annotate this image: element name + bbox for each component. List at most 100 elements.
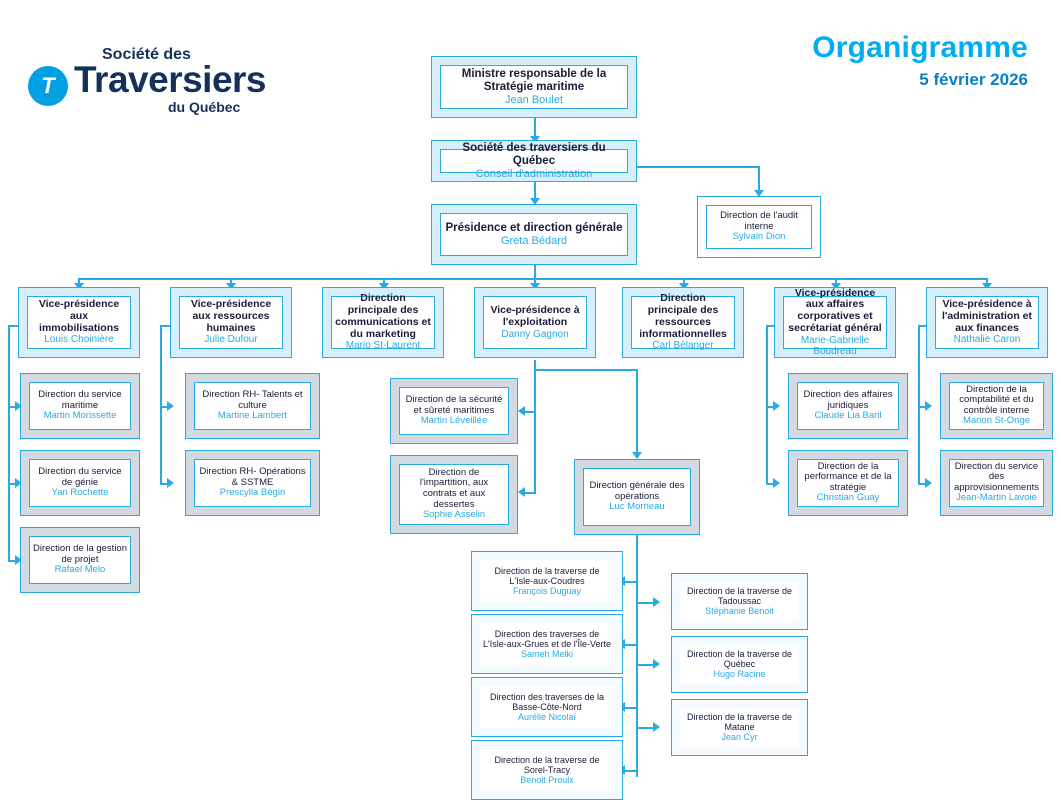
connector-minister-board bbox=[534, 118, 536, 140]
arrow-exploit-s1 bbox=[518, 406, 525, 416]
node-direction-approvisionnements[interactable]: Direction du service des approvisionneme… bbox=[940, 450, 1053, 516]
arrow-admin-b1 bbox=[925, 401, 932, 411]
node-audit[interactable]: Direction de l'audit interne Sylvain Dio… bbox=[697, 196, 821, 258]
node-dp-ressources-informationnelles[interactable]: Direction principale des ressources info… bbox=[622, 287, 744, 358]
arrow-admin-b2 bbox=[925, 478, 932, 488]
node-trav-bcn-title: Direction des traverses de la Basse-Côte… bbox=[489, 691, 605, 712]
node-direction-rh-talents[interactable]: Direction RH- Talents et culture Martine… bbox=[185, 373, 320, 439]
connector-board-audit-h bbox=[632, 166, 760, 168]
node-dp-communications-title: Direction principale des communications … bbox=[335, 292, 431, 340]
node-presidency-title: Présidence et direction générale bbox=[445, 221, 623, 234]
node-dir-maritime-title: Direction du service maritime bbox=[38, 388, 122, 411]
node-trav-quebec-title: Direction de la traverse de Québec bbox=[686, 649, 793, 670]
node-vp-ressources-humaines[interactable]: Vice-présidence aux ressources humaines … bbox=[170, 287, 292, 358]
node-presidency[interactable]: Présidence et direction générale Greta B… bbox=[431, 204, 637, 265]
node-vp-exploitation[interactable]: Vice-présidence à l'exploitation Danny G… bbox=[474, 287, 596, 358]
node-vp-affaires-corporatives[interactable]: Vice-présidence aux affaires corporative… bbox=[774, 287, 896, 358]
node-vp-immobilisations[interactable]: Vice-présidence aux immobilisations Loui… bbox=[18, 287, 140, 358]
logo-mark-icon: T bbox=[28, 66, 68, 106]
connector-immo-b1 bbox=[8, 406, 17, 408]
node-dir-perf-title: Direction de la performance et de la str… bbox=[804, 460, 892, 493]
node-vp-immobilisations-name: Louis Choinière bbox=[44, 334, 114, 346]
connector-immo-b2 bbox=[8, 483, 17, 485]
node-vp-admin-title: Vice-présidence à l'administration et au… bbox=[941, 298, 1032, 334]
node-direction-comptabilite[interactable]: Direction de la comptabilité et du contr… bbox=[940, 373, 1053, 439]
connector-rh-b2 bbox=[160, 483, 169, 485]
drop-vp-3 bbox=[383, 278, 385, 287]
node-dir-perf-name: Christian Guay bbox=[816, 492, 880, 504]
node-dir-rh-talents-name: Martine Lambert bbox=[217, 410, 288, 422]
node-traverse-tadoussac[interactable]: Direction de la traverse de Tadoussac St… bbox=[671, 573, 808, 630]
node-dir-projet-name: Rafael Melo bbox=[54, 564, 106, 576]
node-direction-service-maritime[interactable]: Direction du service maritime Martin Mor… bbox=[20, 373, 140, 439]
node-dir-juridique-name: Claude Lia Baril bbox=[814, 410, 882, 422]
arrow-board-audit bbox=[754, 190, 764, 197]
node-dir-impartition-name: Sophie Asselin bbox=[422, 509, 486, 521]
node-traverse-quebec[interactable]: Direction de la traverse de Québec Hugo … bbox=[671, 636, 808, 693]
arrow-rh-b2 bbox=[167, 478, 174, 488]
node-traverse-sorel-tracy[interactable]: Direction de la traverse de Sorel-Tracy … bbox=[471, 740, 623, 800]
node-dir-gen-ops-title: Direction générale des opérations bbox=[589, 479, 685, 502]
node-dir-juridique-title: Direction des affaires juridiques bbox=[803, 388, 893, 411]
connector-immo-top bbox=[8, 325, 21, 327]
node-trav-grues-name: Sameh Melki bbox=[520, 648, 574, 659]
node-dp-ri-title: Direction principale des ressources info… bbox=[639, 292, 727, 340]
node-trav-matane-name: Jean Cyr bbox=[721, 732, 758, 743]
node-dir-projet-title: Direction de la gestion de projet bbox=[33, 542, 127, 565]
node-direction-rh-operations[interactable]: Direction RH- Opérations & SSTME Prescyl… bbox=[185, 450, 320, 516]
connector-presidency-bus bbox=[534, 265, 536, 279]
node-vp-administration-finances[interactable]: Vice-présidence à l'administration et au… bbox=[926, 287, 1048, 358]
connector-affaires-b2 bbox=[766, 483, 775, 485]
logo-mark-letter: T bbox=[41, 73, 55, 98]
node-direction-securite-maritime[interactable]: Direction de la sécurité et sûreté marit… bbox=[390, 378, 518, 444]
arrow-affaires-b1 bbox=[773, 401, 780, 411]
node-trav-tadoussac-title: Direction de la traverse de Tadoussac bbox=[686, 586, 793, 607]
node-dir-approv-title: Direction du service des approvisionneme… bbox=[953, 460, 1040, 493]
page-date: 5 février 2026 bbox=[919, 70, 1028, 89]
drop-vp-6 bbox=[835, 278, 837, 287]
connector-admin-top bbox=[918, 325, 931, 327]
node-dir-rh-ops-title: Direction RH- Opérations & SSTME bbox=[199, 465, 306, 488]
node-minister[interactable]: Ministre responsable de la Stratégie mar… bbox=[431, 56, 637, 118]
node-direction-service-genie[interactable]: Direction du service de génie Yan Rochet… bbox=[20, 450, 140, 516]
node-trav-coudres-title: Direction de la traverse de L'Isle-aux-C… bbox=[494, 565, 600, 586]
node-traverse-matane[interactable]: Direction de la traverse de Matane Jean … bbox=[671, 699, 808, 756]
node-direction-affaires-juridiques[interactable]: Direction des affaires juridiques Claude… bbox=[788, 373, 908, 439]
connector-rh-top bbox=[160, 325, 173, 327]
connector-trav-l3 bbox=[625, 707, 638, 709]
node-dir-compta-name: Manon St-Onge bbox=[962, 415, 1031, 427]
connector-affaires-top bbox=[766, 325, 779, 327]
connector-board-audit-v bbox=[758, 166, 760, 194]
logo-line-1: Société des bbox=[102, 46, 191, 63]
node-dir-rh-ops-name: Prescylla Bégin bbox=[219, 487, 286, 499]
arrow-vp-5 bbox=[679, 283, 689, 290]
node-direction-gestion-projet[interactable]: Direction de la gestion de projet Rafael… bbox=[20, 527, 140, 593]
node-trav-sorel-title: Direction de la traverse de Sorel-Tracy bbox=[494, 754, 600, 775]
node-dir-compta-title: Direction de la comptabilité et du contr… bbox=[959, 383, 1034, 416]
connector-affaires-b1 bbox=[766, 406, 775, 408]
node-trav-tadoussac-name: Stéphanie Benoit bbox=[705, 606, 774, 617]
node-dir-securite-title: Direction de la sécurité et sûreté marit… bbox=[405, 393, 503, 416]
node-dir-genie-name: Yan Rochette bbox=[51, 487, 109, 499]
connector-exploit-left-trunk bbox=[534, 369, 536, 493]
arrow-vp-2 bbox=[226, 283, 236, 290]
node-board-name: Conseil d'administration bbox=[475, 167, 593, 180]
node-audit-title: Direction de l'audit interne bbox=[720, 209, 798, 232]
node-traverse-isle-aux-coudres[interactable]: Direction de la traverse de L'Isle-aux-C… bbox=[471, 551, 623, 611]
connector-vp-bus bbox=[78, 278, 987, 280]
node-board[interactable]: Société des traversiers du Québec Consei… bbox=[431, 140, 637, 182]
connector-trav-l4 bbox=[625, 770, 638, 772]
node-dp-communications[interactable]: Direction principale des communications … bbox=[322, 287, 444, 358]
node-direction-performance-strategie[interactable]: Direction de la performance et de la str… bbox=[788, 450, 908, 516]
node-direction-impartition[interactable]: Direction de l'impartition, aux contrats… bbox=[390, 455, 518, 534]
connector-rh-trunk bbox=[160, 325, 162, 483]
node-vp-exploitation-title: Vice-présidence à l'exploitation bbox=[490, 304, 580, 328]
connector-admin-trunk bbox=[918, 325, 920, 483]
node-direction-generale-operations[interactable]: Direction générale des opérations Luc Mo… bbox=[574, 459, 700, 535]
drop-vp-2 bbox=[230, 278, 232, 287]
connector-exploit-s2 bbox=[525, 492, 536, 494]
arrow-trav-r1 bbox=[653, 597, 660, 607]
node-traverses-isle-aux-grues[interactable]: Direction des traverses de L'Isle-aux-Gr… bbox=[471, 614, 623, 674]
node-traverses-basse-cote-nord[interactable]: Direction des traverses de la Basse-Côte… bbox=[471, 677, 623, 737]
